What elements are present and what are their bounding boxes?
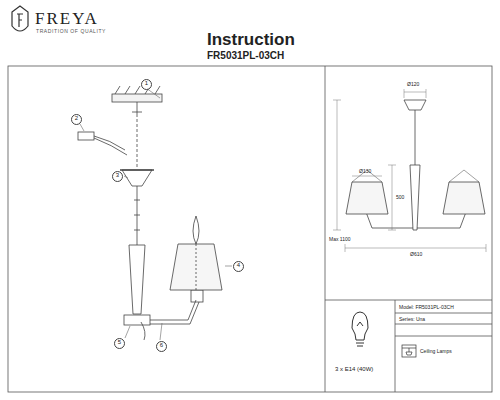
bulb-icon [352, 312, 368, 346]
title: Instruction [207, 30, 295, 50]
callout-number: 4 [233, 261, 244, 272]
category-line: Ceiling Lamps [420, 348, 452, 354]
series-line: Series: Una [399, 316, 425, 322]
brand-tagline: TRADITION OF QUALITY [36, 28, 106, 34]
callout-number: 1 [141, 79, 152, 90]
callout-number: 5 [114, 338, 125, 349]
dimension-lines [333, 89, 486, 252]
dimension: Ø610 [410, 251, 422, 257]
bulb-spec: 3 x E14 (40W) [335, 366, 373, 372]
logo-emblem [12, 6, 28, 31]
dimension-drawing [346, 100, 485, 230]
brand-name: FREYA [35, 9, 99, 29]
leader-lines [80, 88, 232, 340]
dimension: Ø130 [359, 168, 371, 174]
callout-number: 2 [71, 114, 82, 125]
dimension: Max 1100 [329, 236, 351, 242]
dimension: 500 [396, 194, 404, 200]
dimension: Ø120 [407, 81, 419, 87]
callout-number: 6 [156, 341, 167, 352]
model-code: FR5031PL-03CH [207, 50, 284, 61]
panel-frames [8, 66, 492, 392]
installation-drawing [78, 86, 222, 340]
model-line: Model: FR5031PL-03CH [399, 304, 454, 310]
ceiling-icon [402, 345, 416, 357]
callout-number: 3 [112, 171, 123, 182]
